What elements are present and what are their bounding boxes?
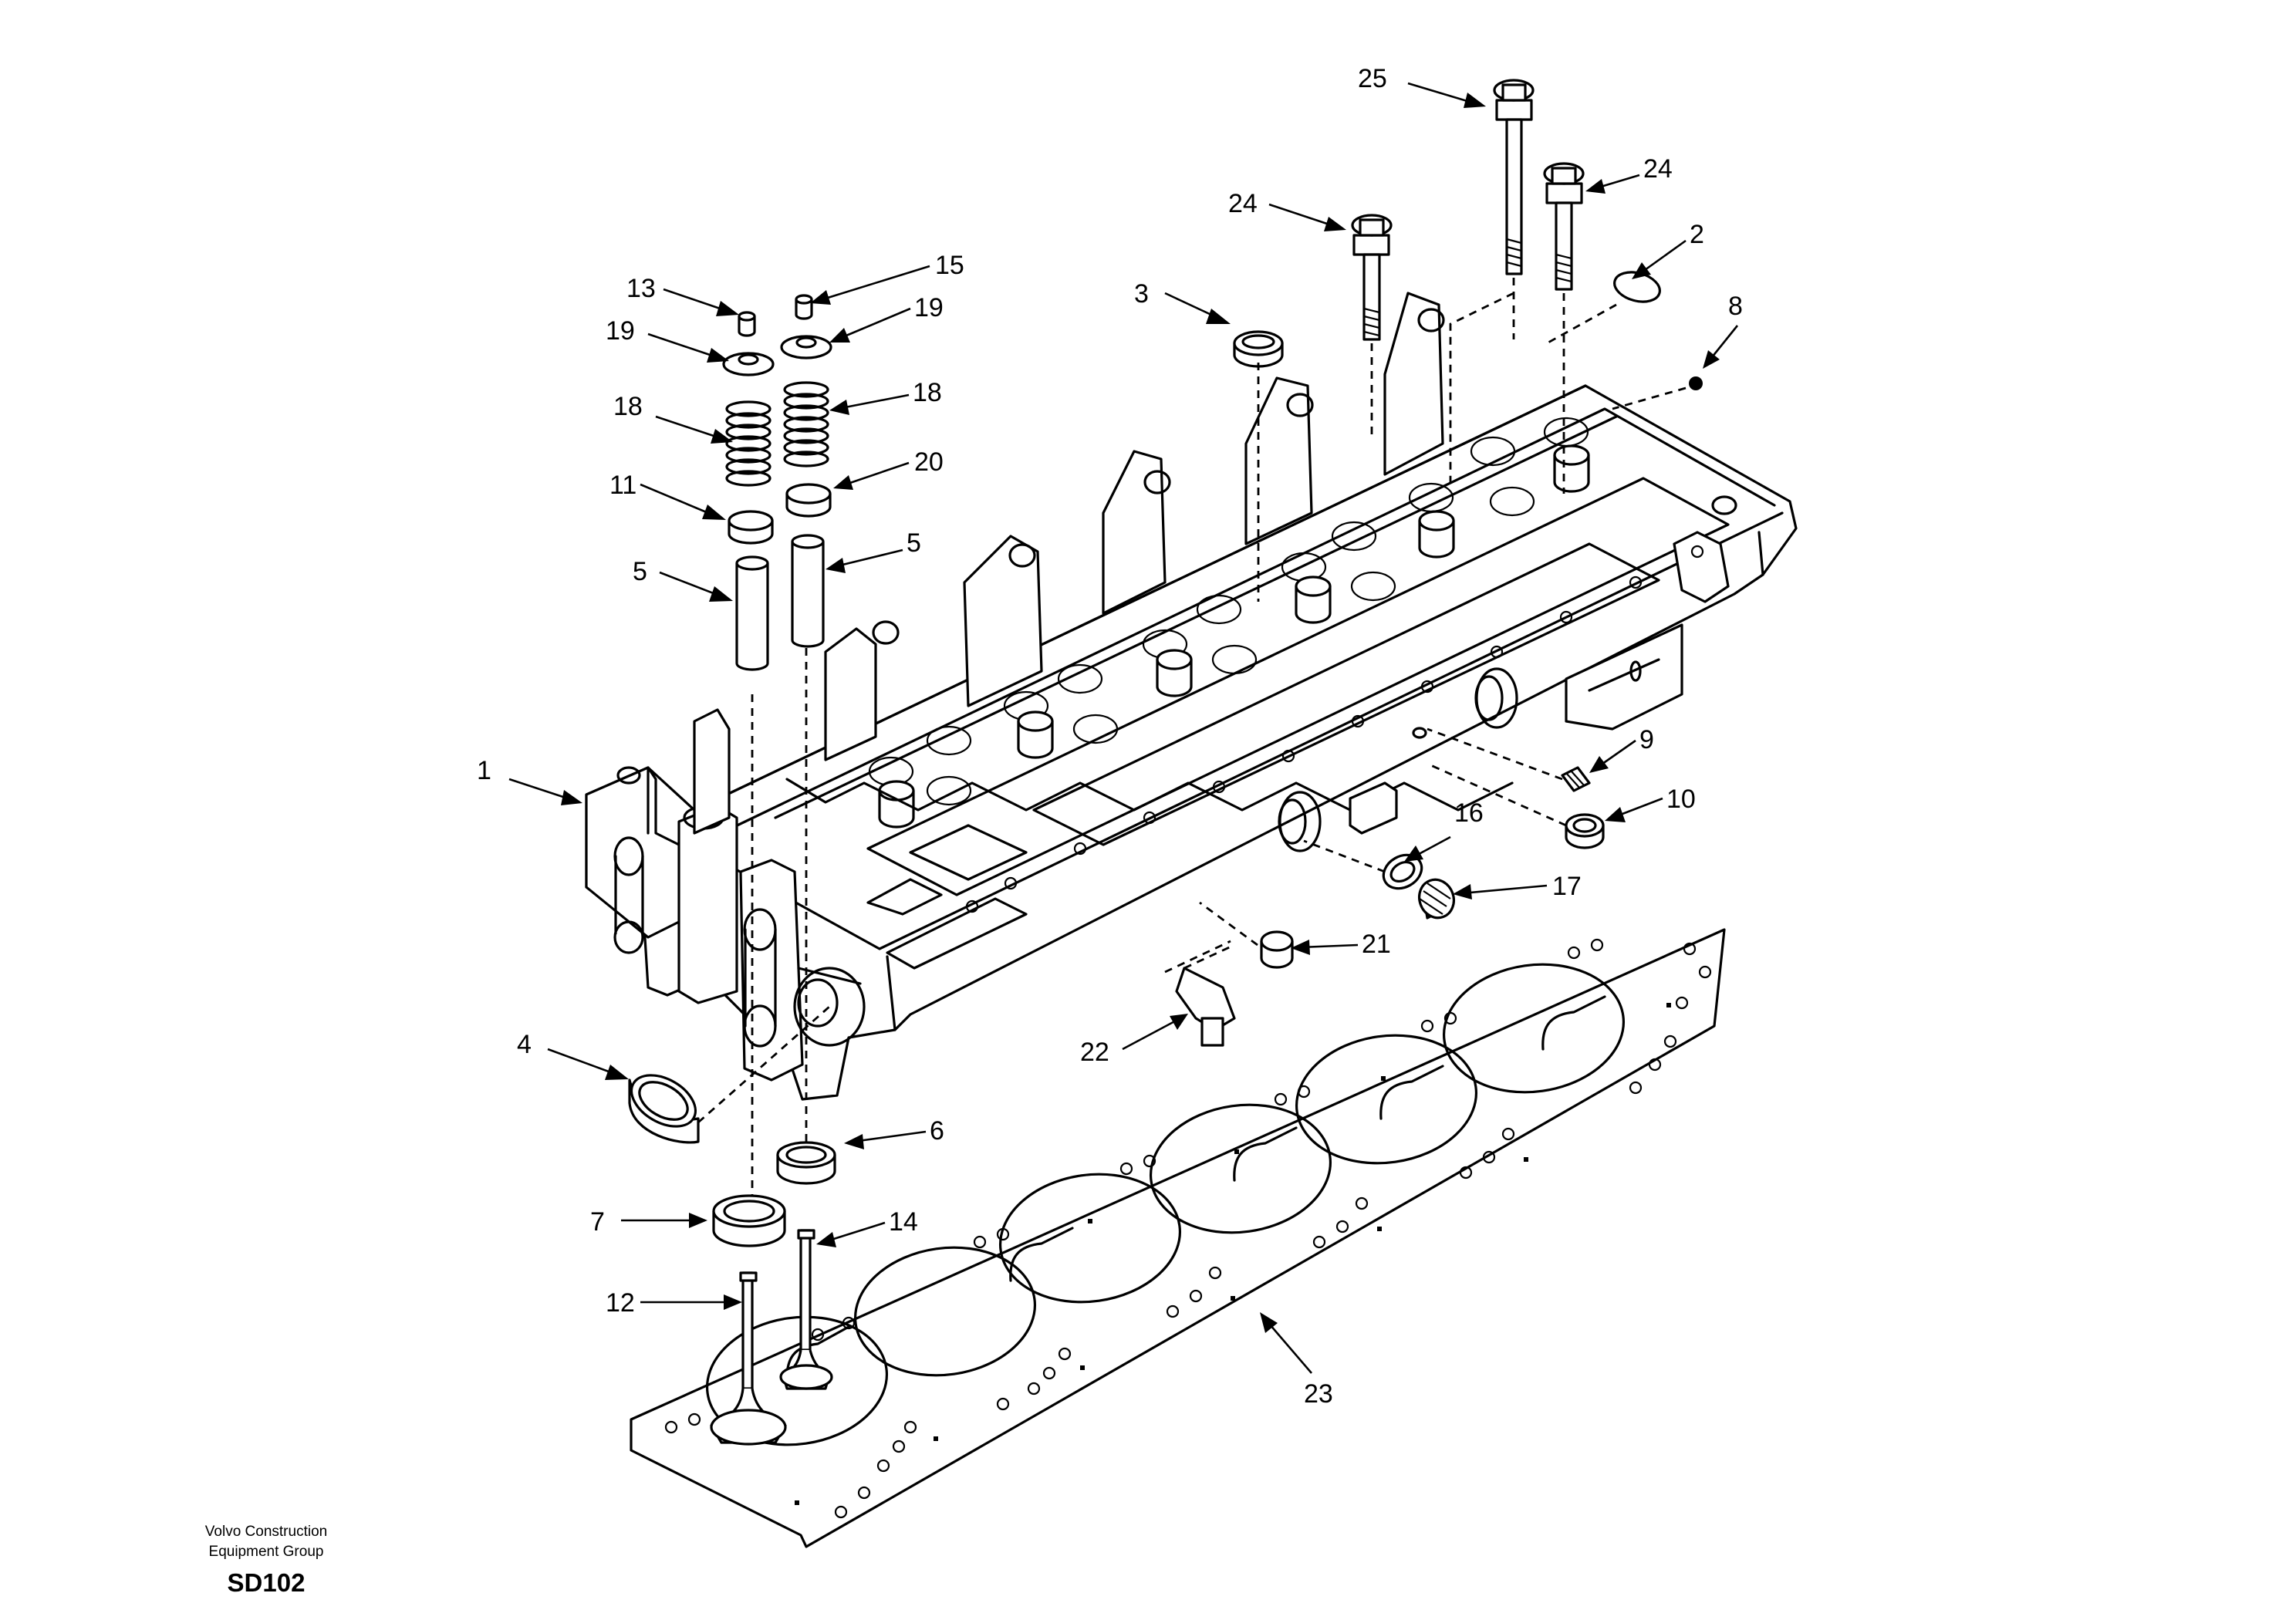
callout-1: 1 [477,756,491,785]
callout-19a: 19 [606,316,635,346]
callout-5a: 5 [633,557,647,586]
callout-16: 16 [1454,798,1484,828]
drawing-code: SD102 [228,1568,306,1597]
callout-15: 15 [935,251,964,280]
callout-18a: 18 [613,392,643,421]
company-name-line2: Equipment Group [209,1544,324,1560]
callout-22: 22 [1080,1038,1109,1067]
callout-11: 11 [609,471,636,500]
valve-stack-left [710,294,836,1446]
callout-labels: 1 2 3 4 5 5 6 7 8 9 10 11 12 13 14 15 16… [477,64,1743,1409]
callout-13: 13 [626,274,656,303]
callout-19b: 19 [914,293,944,322]
callout-24a: 24 [1228,189,1258,218]
callout-4: 4 [517,1030,532,1059]
callout-7: 7 [590,1207,605,1237]
callout-21: 21 [1362,930,1391,959]
callout-17: 17 [1552,872,1582,901]
company-name-line1: Volvo Construction [205,1524,327,1540]
callout-14: 14 [889,1207,918,1237]
footer-block: Volvo Construction Equipment Group SD102 [205,1524,327,1597]
callout-12: 12 [606,1288,635,1318]
callout-5b: 5 [907,528,921,558]
callout-24b: 24 [1643,154,1673,184]
cylinder-head [585,292,1798,1101]
callout-20: 20 [914,447,944,477]
callout-23: 23 [1304,1379,1333,1409]
callout-leaders [508,82,1739,1374]
loose-parts [628,79,1703,1144]
callout-6: 6 [930,1116,944,1146]
callout-25: 25 [1358,64,1387,93]
callout-18b: 18 [913,378,942,407]
cylinder-head-gasket [630,928,1726,1548]
callout-10: 10 [1666,785,1696,814]
callout-8: 8 [1728,292,1743,321]
callout-2: 2 [1690,220,1704,249]
callout-3: 3 [1134,279,1149,309]
callout-9: 9 [1639,725,1654,754]
